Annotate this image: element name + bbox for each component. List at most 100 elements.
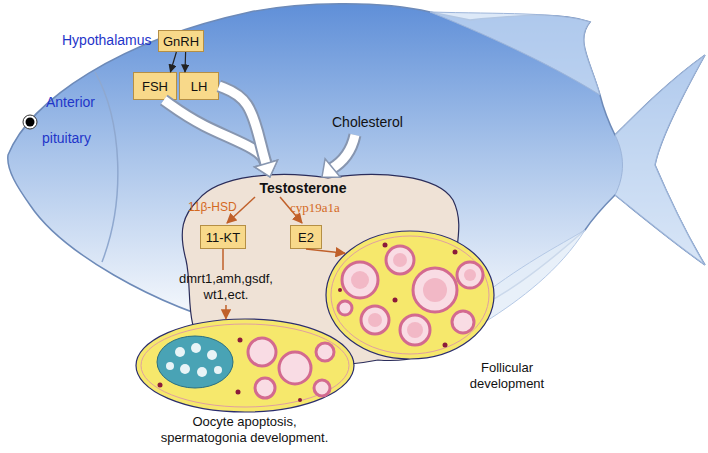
cluster-cell bbox=[191, 343, 201, 353]
node-text: GnRH bbox=[163, 34, 199, 49]
follicle bbox=[279, 352, 311, 384]
hormone-box: FSH bbox=[133, 72, 177, 100]
follicle bbox=[452, 311, 474, 333]
follicle bbox=[248, 338, 276, 366]
cell-dot bbox=[236, 390, 241, 395]
node-text: Testosterone bbox=[253, 180, 353, 196]
connector bbox=[170, 52, 176, 72]
gene-list: dmrt1,amh,gsdf, wt1,ect. bbox=[171, 271, 281, 303]
hollow-arrow-outline bbox=[219, 86, 267, 165]
oocyte bbox=[368, 313, 382, 327]
region-label: pituitary bbox=[42, 130, 91, 146]
hormone-box: GnRH bbox=[158, 30, 204, 52]
gill-line bbox=[95, 72, 118, 262]
oocyte bbox=[423, 278, 447, 302]
arrow-line bbox=[184, 52, 186, 72]
enzyme-label: 11β-HSD bbox=[188, 200, 237, 214]
cluster bbox=[157, 336, 233, 388]
eye-ring bbox=[23, 115, 37, 129]
region-label: Hypothalamus bbox=[62, 32, 152, 48]
hollow-arrow-outline bbox=[331, 135, 355, 169]
cell-dot bbox=[453, 250, 458, 255]
tissue-ring bbox=[141, 324, 349, 407]
cell-dot bbox=[158, 383, 163, 388]
region-label: Anterior bbox=[46, 94, 95, 110]
hollow-arrow-outline bbox=[164, 100, 267, 165]
connector bbox=[219, 86, 278, 177]
cell-dot bbox=[338, 288, 342, 292]
follicles-bottom bbox=[248, 338, 334, 398]
follicle bbox=[314, 380, 330, 396]
tissue-section bbox=[136, 319, 354, 412]
spermatogonia-cluster bbox=[157, 336, 233, 388]
ellipse-outline bbox=[135, 318, 355, 413]
cell-dots bbox=[158, 338, 303, 403]
gonad-ellipse: Oocyte apoptosis, spermatogonia developm… bbox=[135, 318, 355, 413]
follicle bbox=[400, 315, 430, 345]
dorsal-fin bbox=[430, 12, 600, 95]
conversion-arrow bbox=[280, 197, 302, 223]
cluster-cell bbox=[207, 350, 217, 360]
oocyte bbox=[351, 271, 369, 289]
cluster-cell bbox=[175, 347, 185, 357]
node-text: FSH bbox=[142, 79, 168, 94]
precursor-label: Cholesterol bbox=[332, 114, 403, 130]
cluster-cell bbox=[197, 367, 207, 377]
connector bbox=[185, 52, 187, 72]
eye-pupil bbox=[26, 118, 35, 127]
hollow-arrow-head bbox=[254, 160, 277, 177]
tail-fin bbox=[615, 55, 705, 265]
follicle bbox=[457, 262, 483, 288]
node-text: Follicular development bbox=[467, 360, 547, 392]
steroid-box: 11-KT bbox=[200, 225, 246, 249]
cell-dot bbox=[298, 398, 302, 402]
follicle bbox=[361, 306, 389, 334]
oocyte bbox=[393, 253, 407, 267]
follicle bbox=[316, 343, 334, 361]
cell-dot bbox=[393, 298, 398, 303]
cell-dot bbox=[238, 338, 243, 343]
enzyme-label: cyp19a1a bbox=[290, 200, 340, 216]
node-text: 11-KT bbox=[206, 230, 240, 245]
cell-dot bbox=[383, 243, 388, 248]
ellipse-outline bbox=[325, 230, 495, 360]
arrow-line bbox=[306, 249, 345, 253]
hollow-arrow-fill bbox=[219, 86, 267, 165]
node-text: Oocyte apoptosis, spermatogonia developm… bbox=[152, 414, 337, 446]
cluster-cell bbox=[180, 364, 190, 374]
cell-dots bbox=[338, 243, 458, 348]
follicles-right bbox=[338, 246, 483, 345]
steroid-box: E2 bbox=[290, 225, 322, 249]
follicle bbox=[255, 378, 275, 398]
arrow-line bbox=[170, 52, 176, 72]
follicle bbox=[338, 301, 352, 315]
oocyte-cores bbox=[351, 253, 476, 338]
oocyte bbox=[464, 269, 476, 281]
follicle bbox=[386, 246, 414, 274]
tissue-ring bbox=[331, 236, 489, 354]
node-text: E2 bbox=[298, 230, 314, 245]
hollow-arrow-head bbox=[322, 159, 340, 178]
conversion-arrow bbox=[227, 197, 255, 223]
connector bbox=[164, 100, 278, 177]
hormone-box: LH bbox=[179, 72, 219, 100]
follicle bbox=[342, 262, 378, 298]
follicle bbox=[413, 268, 457, 312]
arrow-line bbox=[223, 249, 226, 319]
cluster-cell bbox=[166, 362, 174, 370]
hollow-arrow-head bbox=[254, 160, 277, 177]
node-text: LH bbox=[191, 79, 208, 94]
cluster-cell bbox=[214, 366, 222, 374]
tissue-section bbox=[326, 231, 494, 359]
hollow-arrow-fill bbox=[164, 100, 267, 165]
ovary-ellipse: Follicular development bbox=[325, 230, 495, 360]
connector bbox=[223, 249, 226, 319]
cell-dot bbox=[443, 343, 448, 348]
oocyte bbox=[407, 322, 423, 338]
hollow-arrow-fill bbox=[331, 135, 355, 169]
